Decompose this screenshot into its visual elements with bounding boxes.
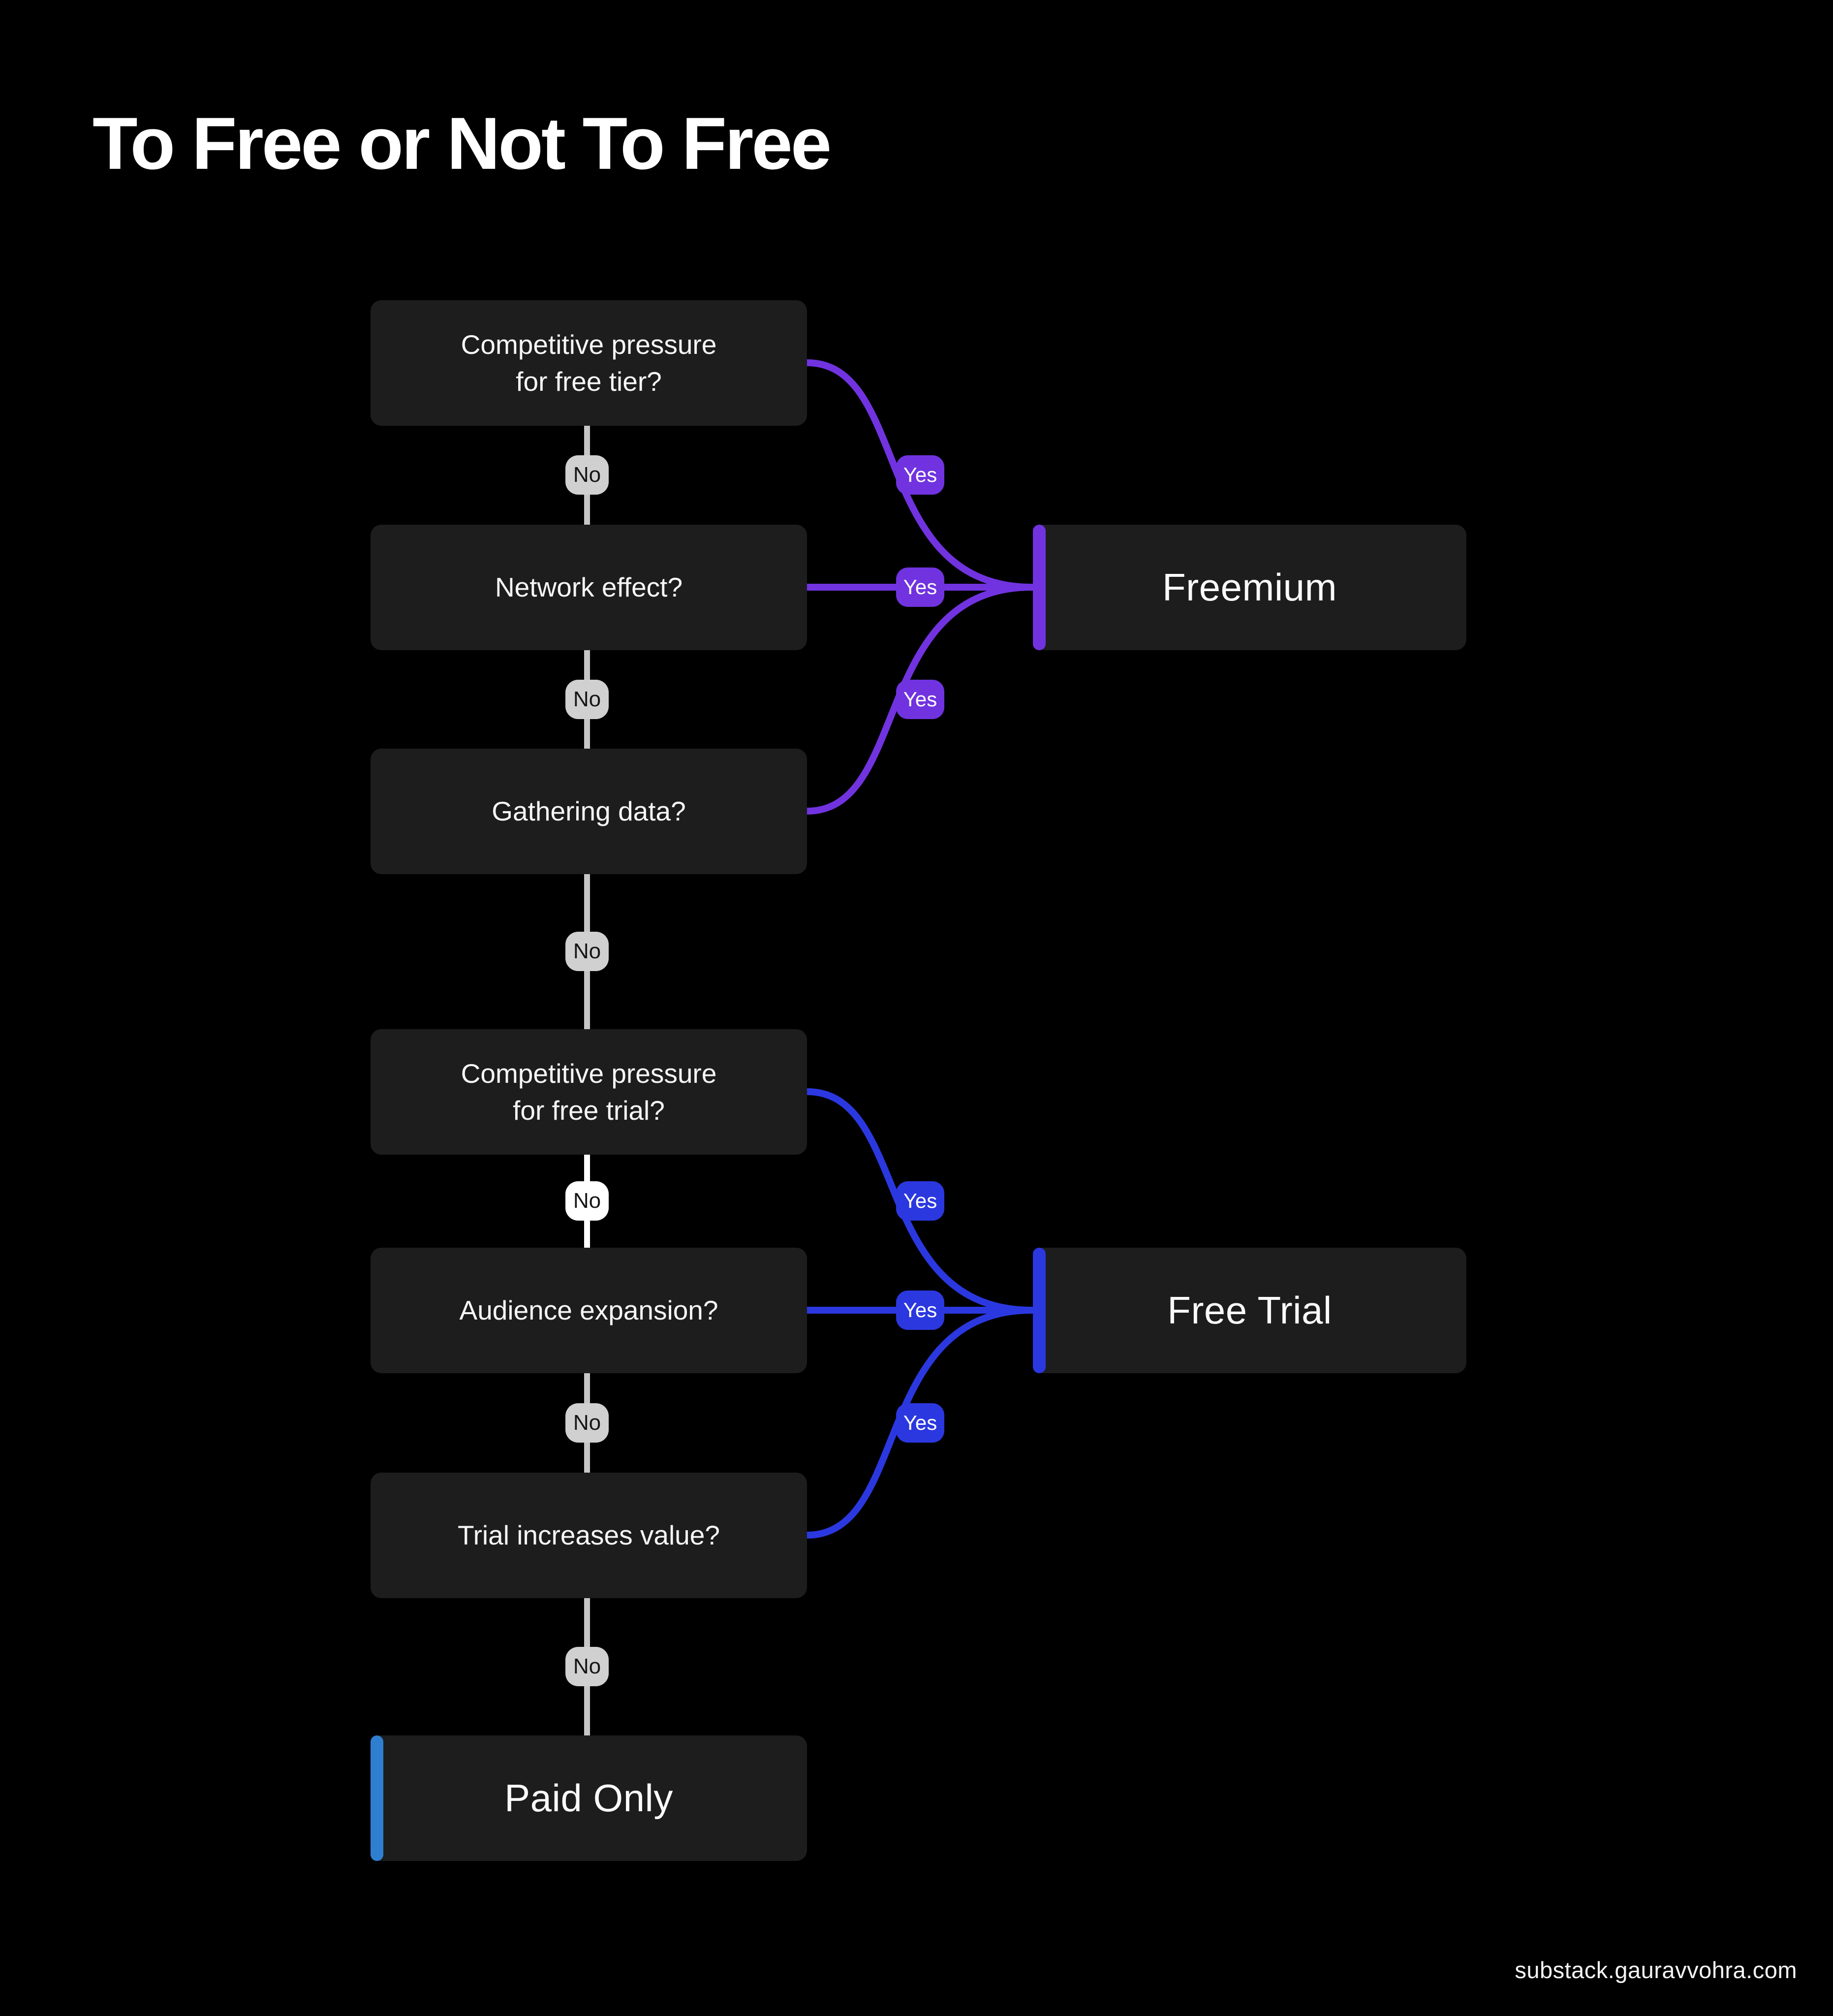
node-competitive-pressure-free-trial: Competitive pressure for free trial? — [371, 1029, 807, 1155]
no-badge-6: No — [565, 1647, 609, 1686]
node-label: Competitive pressure for free trial? — [461, 1058, 717, 1126]
paid-only-accent-bar — [371, 1735, 383, 1861]
node-outcome-free-trial: Free Trial — [1033, 1248, 1466, 1373]
node-audience-expansion: Audience expansion? — [371, 1248, 807, 1373]
node-label: Trial increases value? — [458, 1520, 720, 1551]
no-badge-3: No — [565, 932, 609, 971]
node-outcome-paid-only: Paid Only — [371, 1735, 807, 1861]
node-outcome-freemium: Freemium — [1033, 525, 1466, 650]
yes-badge-freemium-3: Yes — [896, 680, 944, 719]
yes-badge-freemium-1: Yes — [896, 455, 944, 495]
node-competitive-pressure-free-tier: Competitive pressure for free tier? — [371, 300, 807, 426]
no-badge-5: No — [565, 1403, 609, 1443]
node-network-effect: Network effect? — [371, 525, 807, 650]
node-label: Competitive pressure for free tier? — [461, 329, 717, 397]
footer-url: substack.gauravvohra.com — [1515, 1957, 1797, 1983]
node-label: Network effect? — [495, 572, 683, 603]
no-badge-4: No — [565, 1181, 609, 1221]
yes-badge-free-trial-3: Yes — [896, 1403, 944, 1443]
node-label: Gathering data? — [492, 796, 686, 827]
node-label: Free Trial — [1167, 1289, 1332, 1332]
node-gathering-data: Gathering data? — [371, 749, 807, 874]
free-trial-accent-bar — [1033, 1248, 1046, 1373]
yes-badge-freemium-2: Yes — [896, 567, 944, 607]
node-label: Freemium — [1162, 566, 1337, 609]
node-label: Audience expansion? — [459, 1295, 718, 1326]
page-title: To Free or Not To Free — [93, 102, 832, 185]
node-label: Paid Only — [504, 1776, 673, 1820]
yes-badge-free-trial-1: Yes — [896, 1181, 944, 1221]
node-trial-increases-value: Trial increases value? — [371, 1473, 807, 1598]
freemium-accent-bar — [1033, 525, 1046, 650]
no-badge-1: No — [565, 455, 609, 495]
yes-badge-free-trial-2: Yes — [896, 1291, 944, 1330]
no-badge-2: No — [565, 680, 609, 719]
